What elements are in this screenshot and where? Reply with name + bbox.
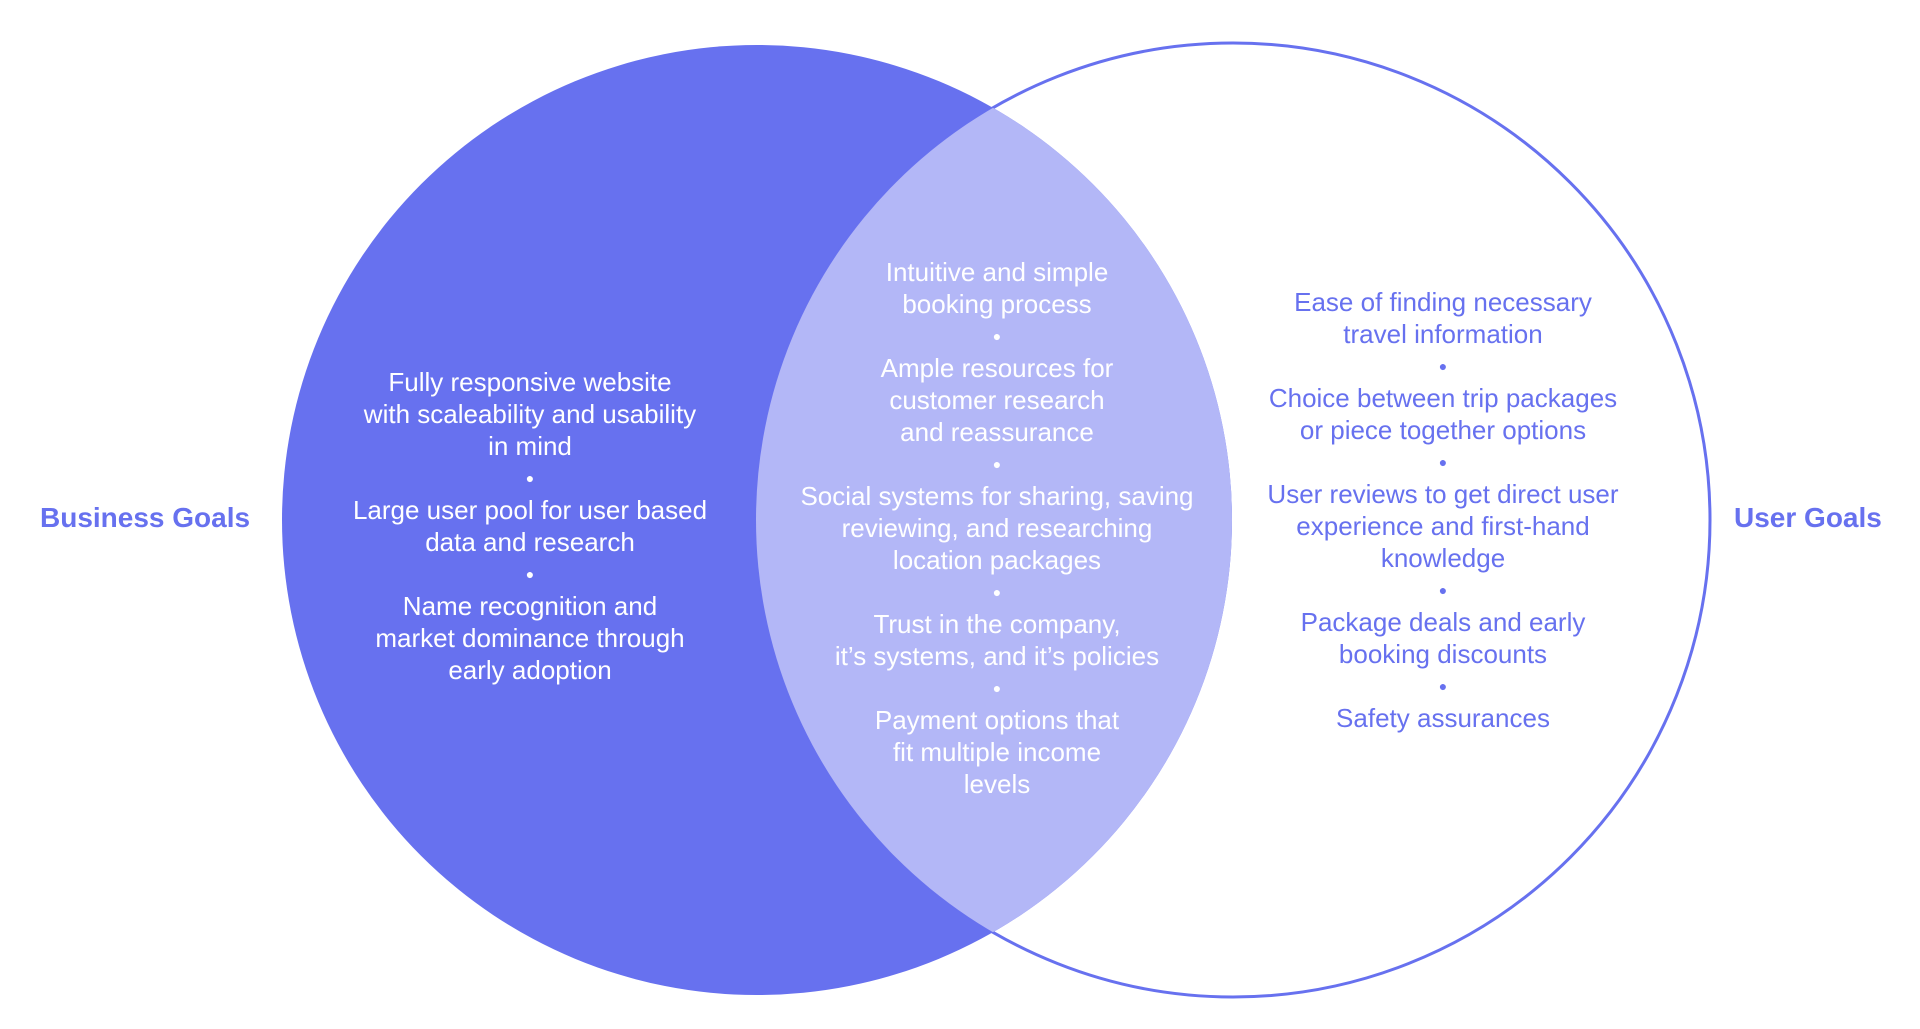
goal-item: Intuitive and simple booking process: [777, 256, 1217, 320]
bullet-separator-icon: ●: [1438, 678, 1448, 694]
bullet-separator-icon: ●: [992, 328, 1002, 344]
goal-item: Name recognition and market dominance th…: [315, 590, 745, 686]
goal-item-text: Safety assurances: [1336, 703, 1550, 733]
business-goals-label: Business Goals: [40, 502, 251, 533]
goal-item-text: User reviews to get direct user experien…: [1267, 479, 1619, 573]
goal-item: Large user pool for user based data and …: [315, 494, 745, 558]
goal-item-text: Large user pool for user based data and …: [352, 495, 708, 557]
goal-item: Choice between trip packages or piece to…: [1253, 382, 1633, 446]
bullet-separator-icon: ●: [525, 470, 535, 486]
goal-item: Fully responsive website with scaleabili…: [315, 366, 745, 462]
bullet-separator-icon: ●: [992, 456, 1002, 472]
shared-goals-list: Intuitive and simple booking process ● Amp…: [777, 256, 1217, 800]
goal-item: Ease of finding necessary travel informa…: [1253, 286, 1633, 350]
user-goals-label: User Goals: [1734, 502, 1882, 533]
goal-item-text: Intuitive and simple booking process: [885, 257, 1109, 319]
goal-item-text: Social systems for sharing, saving revie…: [800, 481, 1194, 575]
business-goals-list: Fully responsive website with scaleabili…: [315, 366, 745, 686]
bullet-separator-icon: ●: [525, 566, 535, 582]
goal-item: Payment options that fit multiple income…: [777, 704, 1217, 800]
goal-item-text: Fully responsive website with scaleabili…: [363, 367, 697, 461]
goal-item-text: Trust in the company, it’s systems, and …: [834, 609, 1160, 671]
bullet-separator-icon: ●: [992, 584, 1002, 600]
bullet-separator-icon: ●: [992, 680, 1002, 696]
bullet-separator-icon: ●: [1438, 582, 1448, 598]
goal-item-text: Ease of finding necessary travel informa…: [1294, 287, 1592, 349]
goal-item: Social systems for sharing, saving revie…: [777, 480, 1217, 576]
goal-item-text: Ample resources for customer research an…: [880, 353, 1114, 447]
goal-item-text: Payment options that fit multiple income…: [874, 705, 1120, 799]
goal-item: Package deals and early booking discount…: [1253, 606, 1633, 670]
goal-item-text: Name recognition and market dominance th…: [375, 591, 685, 685]
bullet-separator-icon: ●: [1438, 358, 1448, 374]
goal-item: User reviews to get direct user experien…: [1253, 478, 1633, 574]
goal-item: Safety assurances: [1253, 702, 1633, 734]
goal-item: Ample resources for customer research an…: [777, 352, 1217, 448]
overlap-region-fill: [756, 45, 1232, 995]
goal-item-text: Choice between trip packages or piece to…: [1268, 383, 1618, 445]
goal-item: Trust in the company, it’s systems, and …: [777, 608, 1217, 672]
user-goals-list: Ease of finding necessary travel informa…: [1253, 286, 1633, 734]
bullet-separator-icon: ●: [1438, 454, 1448, 470]
goal-item-text: Package deals and early booking discount…: [1300, 607, 1586, 669]
